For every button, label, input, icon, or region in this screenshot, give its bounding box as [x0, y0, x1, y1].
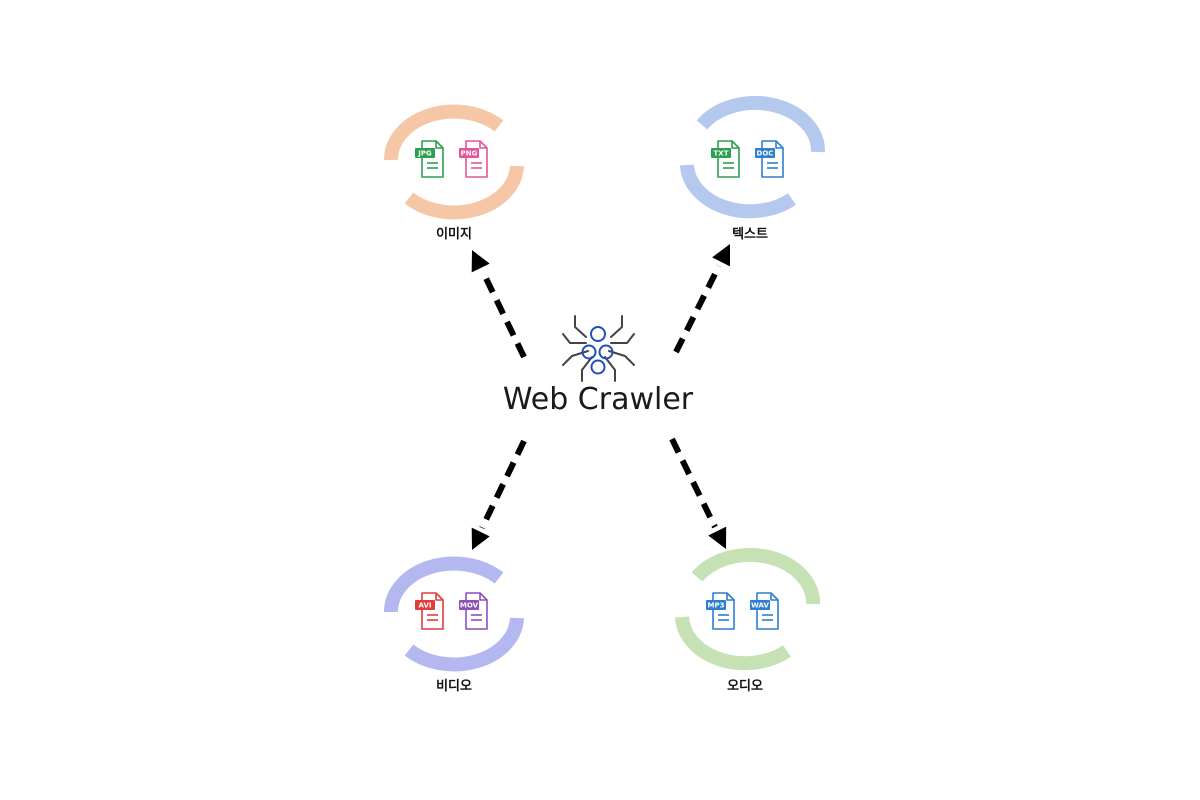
- category-video: AVI MOV 비디오: [383, 556, 524, 694]
- spider-leg: [562, 333, 587, 344]
- spider-leg: [610, 333, 635, 344]
- file-type-label: AVI: [419, 602, 432, 610]
- file-type-label: PNG: [461, 150, 478, 158]
- mov-file-icon: MOV: [459, 592, 488, 630]
- ring-arc: [383, 556, 504, 613]
- spider-leg: [562, 350, 589, 366]
- center-label: Web Crawler: [503, 382, 694, 417]
- category-label: 이미지: [436, 226, 472, 242]
- category-label: 오디오: [727, 678, 763, 694]
- spider-body-segment: [590, 359, 606, 375]
- file-type-label: JPG: [417, 150, 432, 158]
- ring-arc: [680, 164, 796, 219]
- spider-leg: [610, 315, 623, 338]
- ring-arc: [691, 547, 821, 605]
- category-label: 비디오: [436, 678, 472, 694]
- spider-leg: [608, 350, 635, 366]
- arrow-to-audio: [669, 437, 727, 549]
- spider-leg: [581, 356, 593, 382]
- wav-file-icon: WAV: [750, 592, 779, 630]
- spider-leg: [574, 315, 587, 338]
- file-type-label: MP3: [708, 602, 725, 610]
- arrow-to-video: [471, 439, 527, 550]
- spider-head: [590, 326, 606, 342]
- spider-body-segment: [581, 344, 597, 360]
- file-type-label: MOV: [460, 602, 479, 610]
- file-type-label: TXT: [714, 150, 729, 158]
- arrow-to-text: [673, 244, 730, 354]
- spider-icon: [562, 315, 635, 382]
- doc-file-icon: DOC: [755, 140, 784, 178]
- ring-arc: [383, 104, 504, 161]
- ring-arc: [404, 165, 524, 220]
- ring-arc: [404, 617, 524, 672]
- ring-arc: [675, 616, 791, 671]
- category-text: TXT DOC 텍스트: [680, 95, 826, 242]
- file-type-label: DOC: [757, 150, 774, 158]
- spider-body-segment: [598, 344, 614, 360]
- category-audio: MP3 WAV 오디오: [675, 547, 821, 694]
- avi-file-icon: AVI: [415, 592, 444, 630]
- category-label: 텍스트: [732, 226, 768, 242]
- ring-arc: [696, 95, 826, 153]
- txt-file-icon: TXT: [711, 140, 740, 178]
- png-file-icon: PNG: [459, 140, 488, 178]
- mp3-file-icon: MP3: [706, 592, 735, 630]
- arrow-to-image: [471, 250, 527, 359]
- category-image: JPG PNG 이미지: [383, 104, 524, 242]
- jpg-file-icon: JPG: [415, 140, 444, 178]
- spider-leg: [604, 356, 616, 382]
- file-type-label: WAV: [751, 602, 769, 610]
